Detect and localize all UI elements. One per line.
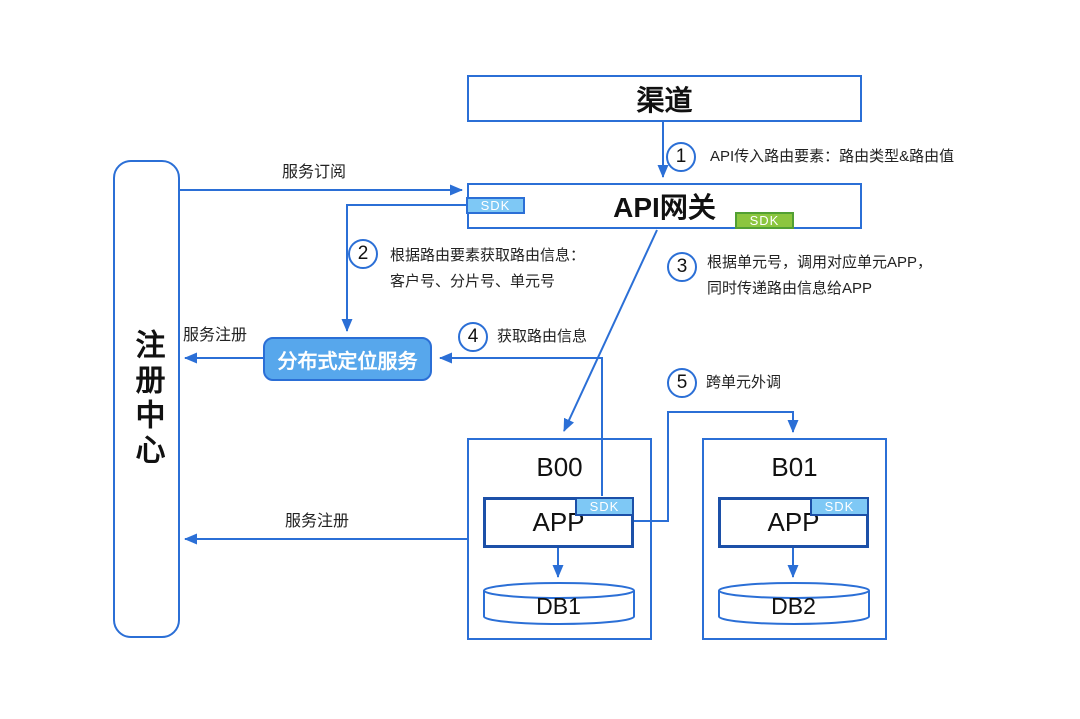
step1-text: API传入路由要素：路由类型&路由值 [710,148,955,165]
step2-line1: 根据路由要素获取路由信息： [390,247,586,264]
subscribe-label: 服务订阅 [282,164,347,181]
step5-number: 5 [667,368,697,398]
step3-line1: 根据单元号，调用对应单元APP， [707,254,933,271]
registry-label: 注册中心 [130,329,164,469]
edge-gateway-to-b00 [563,229,658,432]
api-gateway-node: API网关 [467,183,862,229]
step1-number: 1 [666,142,696,172]
gateway-sdk-right-badge: SDK [735,212,794,229]
db1-cylinder [483,590,635,625]
step4-text: 获取路由信息 [497,328,588,345]
step2-number: 2 [348,239,378,269]
b00-app-box: APP [483,497,634,548]
unit-b01-title: B01 [771,452,818,482]
db2-cylinder-top [718,582,870,599]
b00-app-sdk-label: SDK [589,499,620,514]
edge-sdk-to-locator [341,204,466,332]
unit-b00-node: B00 [467,438,652,640]
step2-text: 根据路由要素获取路由信息： 客户号、分片号、单元号 [390,243,585,295]
register-bottom-label: 服务注册 [285,513,350,530]
locator-node: 分布式定位服务 [263,337,432,381]
b00-db-label: DB1 [536,593,581,619]
api-gateway-label: API网关 [613,192,716,223]
step5-text: 跨单元外调 [706,374,782,391]
edge-cross-unit [634,411,799,522]
db2-cylinder [718,590,870,625]
step4-number: 4 [458,322,488,352]
unit-b01-node: B01 [702,438,887,640]
channel-label: 渠道 [636,84,693,116]
gateway-sdk-left-label: SDK [480,198,511,213]
step3-line2: 同时传递路由信息给APP [707,280,873,297]
step3-number: 3 [667,252,697,282]
b01-app-sdk-label: SDK [824,499,855,514]
gateway-sdk-left-badge: SDK [466,197,525,214]
step2-line2: 客户号、分片号、单元号 [390,273,556,290]
b01-app-sdk-badge: SDK [810,497,869,516]
locator-label: 分布式定位服务 [277,350,418,373]
channel-node: 渠道 [467,75,862,122]
step3-text: 根据单元号，调用对应单元APP， 同时传递路由信息给APP [707,250,932,302]
b01-db-label: DB2 [771,593,816,619]
unit-b00-title: B00 [536,452,583,482]
register-top-label: 服务注册 [183,327,248,344]
db1-cylinder-top [483,582,635,599]
gateway-sdk-right-label: SDK [749,213,780,228]
edge-get-route-info [439,352,603,496]
registry-node: 注册中心 [113,160,180,638]
b00-app-sdk-badge: SDK [575,497,634,516]
